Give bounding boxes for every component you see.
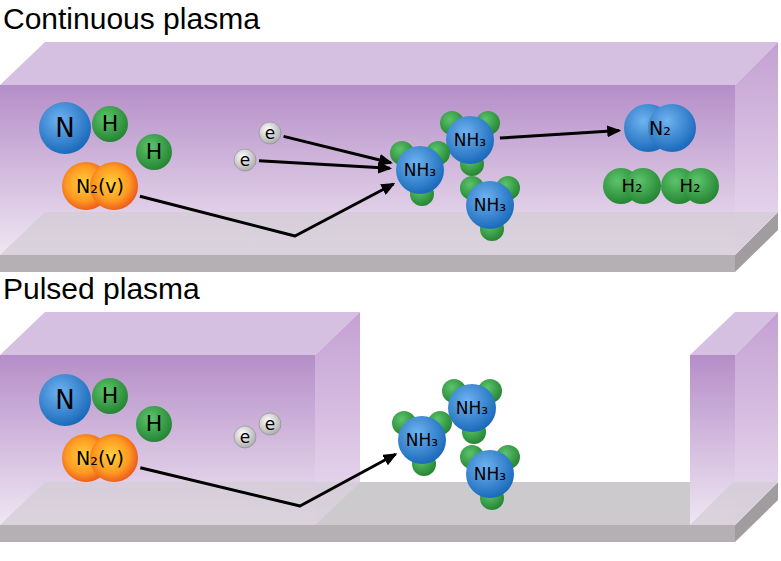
reaction-arrow	[500, 131, 619, 139]
molecule-label-wrap: N₂	[622, 102, 698, 154]
ammonia-molecule: NH₃	[453, 437, 527, 511]
nitrogen-atom: N	[38, 373, 92, 427]
panel-heading: Pulsed plasma	[3, 272, 200, 305]
molecule-label-wrap: N	[38, 101, 92, 155]
molecule-label-wrap: H	[91, 377, 129, 415]
electron: e	[233, 148, 257, 172]
molecule-label: N	[55, 115, 74, 141]
molecule-label-wrap: N₂(v)	[60, 433, 140, 483]
ammonia-molecule: NH₃	[385, 403, 459, 477]
molecule-label-wrap: NH₃	[453, 437, 527, 511]
molecule-label: N₂(v)	[76, 449, 124, 468]
reaction-arrow	[284, 136, 391, 162]
molecule-label-wrap: N	[38, 373, 92, 427]
nitrogen-molecule: N₂	[622, 102, 698, 154]
molecule-label-wrap: N₂(v)	[60, 161, 140, 211]
pulsed-slab	[0, 312, 778, 542]
hydrogen-atom: H	[91, 105, 129, 143]
ammonia-molecule: NH₃	[433, 103, 507, 177]
reaction-arrow	[140, 184, 394, 236]
molecule-label-wrap: NH₃	[383, 133, 457, 207]
molecule-label-wrap: e	[258, 412, 282, 436]
electron: e	[258, 121, 282, 145]
molecule-label: NH₃	[404, 162, 436, 179]
molecule-label-wrap: H₂	[660, 167, 720, 205]
reaction-arrow	[259, 161, 390, 169]
molecule-label-wrap: NH₃	[453, 168, 527, 242]
ammonia-molecule: NH₃	[383, 133, 457, 207]
molecule-label: e	[265, 125, 275, 142]
molecule-label: H	[102, 385, 119, 407]
molecule-label-wrap: e	[258, 121, 282, 145]
panel-heading: Continuous plasma	[3, 2, 260, 35]
molecule-label: N	[55, 387, 74, 413]
molecule-label: H	[102, 113, 119, 135]
molecule-label-wrap: H	[135, 405, 173, 443]
molecule-label: N₂	[649, 119, 671, 138]
molecule-label-wrap: NH₃	[433, 103, 507, 177]
reaction-arrow	[140, 454, 395, 506]
molecule-label-wrap: H	[135, 133, 173, 171]
hydrogen-atom: H	[91, 377, 129, 415]
molecule-label: NH₃	[406, 432, 438, 449]
ammonia-molecule: NH₃	[453, 168, 527, 242]
molecule-label: NH₃	[474, 466, 506, 483]
hydrogen-molecule: H₂	[660, 167, 720, 205]
molecule-label: e	[240, 429, 250, 446]
continuous-slab	[0, 42, 778, 272]
molecule-label-wrap: e	[233, 425, 257, 449]
molecule-label-wrap: H₂	[602, 167, 662, 205]
nitrogen-atom: N	[38, 101, 92, 155]
molecule-label-wrap: NH₃	[435, 371, 509, 445]
excited-nitrogen-molecule: N₂(v)	[60, 433, 140, 483]
ammonia-molecule: NH₃	[435, 371, 509, 445]
molecule-label: H	[146, 141, 163, 163]
molecule-label: e	[265, 416, 275, 433]
molecule-label: H₂	[680, 177, 701, 195]
molecule-label: H₂	[622, 177, 643, 195]
molecule-label: N₂(v)	[76, 177, 124, 196]
excited-nitrogen-molecule: N₂(v)	[60, 161, 140, 211]
hydrogen-atom: H	[135, 133, 173, 171]
electron: e	[258, 412, 282, 436]
electron: e	[233, 425, 257, 449]
molecule-label: NH₃	[456, 400, 488, 417]
molecule-label: H	[146, 413, 163, 435]
molecule-label: e	[240, 152, 250, 169]
molecule-label-wrap: NH₃	[385, 403, 459, 477]
molecule-label: NH₃	[474, 197, 506, 214]
molecule-label: NH₃	[454, 132, 486, 149]
hydrogen-molecule: H₂	[602, 167, 662, 205]
molecule-label-wrap: e	[233, 148, 257, 172]
molecule-label-wrap: H	[91, 105, 129, 143]
hydrogen-atom: H	[135, 405, 173, 443]
